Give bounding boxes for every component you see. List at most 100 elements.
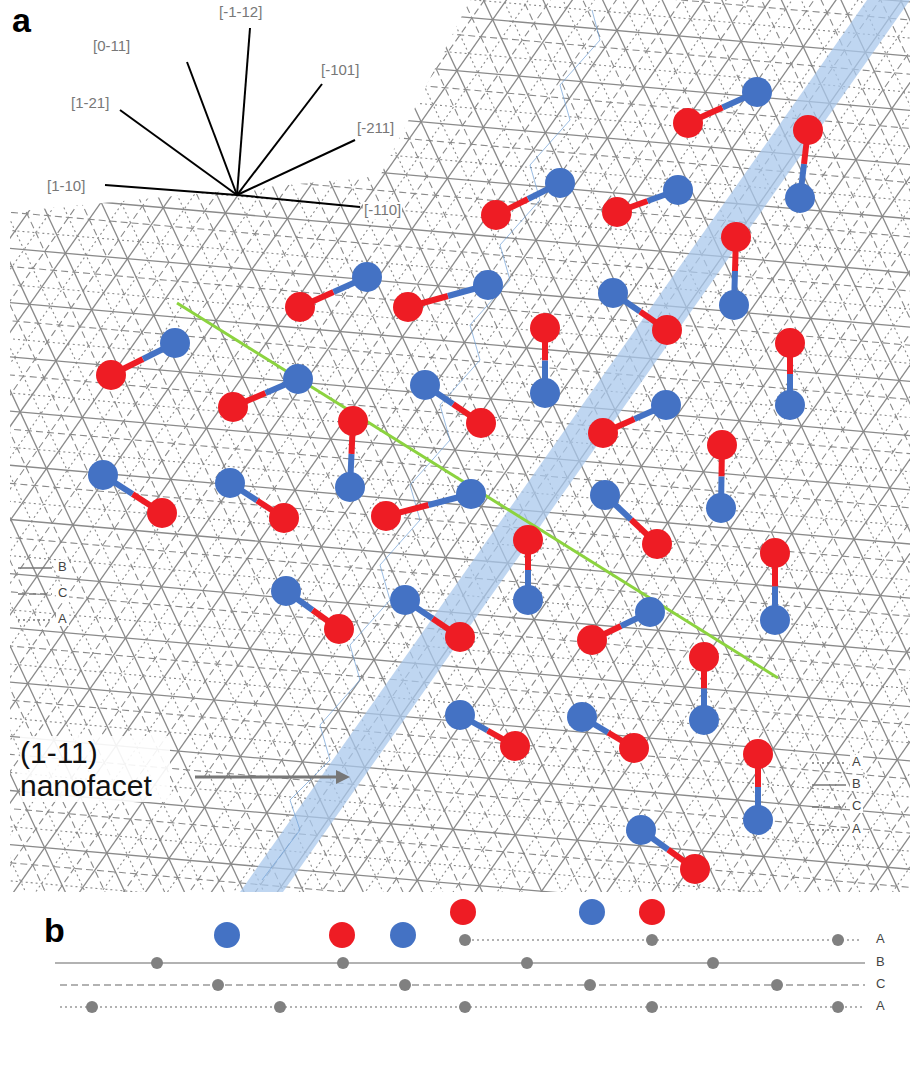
legend-sample <box>812 784 846 786</box>
arrow-head <box>336 770 350 784</box>
lattice-line <box>111 0 910 1069</box>
layer-line <box>55 962 865 964</box>
direction-ray <box>237 140 355 195</box>
green-guide-line <box>177 303 778 678</box>
blue-atom <box>390 585 420 615</box>
lattice-atom <box>151 957 163 969</box>
direction-label: [-110] <box>363 202 402 219</box>
lattice-line <box>274 0 910 1069</box>
lattice-line <box>454 0 910 1069</box>
red-atom <box>530 313 560 343</box>
blue-atom <box>88 460 118 490</box>
lattice-line <box>0 0 668 1069</box>
direction-label: [-1-12] <box>218 4 263 21</box>
red-atom <box>602 197 632 227</box>
legend-sample <box>812 762 846 764</box>
lattice-line <box>0 0 652 1069</box>
legend-sample <box>18 593 52 595</box>
lattice-line <box>551 0 910 1069</box>
lattice-line <box>0 0 686 1069</box>
blue-atom <box>635 597 665 627</box>
lattice-line <box>0 363 910 572</box>
blue-atom <box>785 183 815 213</box>
lattice-line <box>0 0 783 1069</box>
lattice-line <box>0 0 391 1069</box>
lattice-line <box>106 0 910 1069</box>
lattice-atom <box>832 934 844 946</box>
red-atom <box>466 408 496 438</box>
blue-atom <box>598 278 628 308</box>
lattice-line <box>0 0 848 1069</box>
layer-label: B <box>874 955 887 969</box>
lattice-line <box>150 0 910 1069</box>
direction-ray <box>237 195 360 207</box>
lattice-line <box>0 166 910 375</box>
adsorbate-atom <box>390 922 416 948</box>
lattice-line <box>135 0 910 1069</box>
lattice-line <box>312 0 910 1069</box>
lattice-atom <box>832 1001 844 1013</box>
red-atom <box>680 854 710 884</box>
lattice-line <box>0 0 326 1069</box>
layer-line <box>60 984 865 986</box>
lattice-atom <box>707 957 719 969</box>
lattice-line <box>0 847 910 1056</box>
lattice-line <box>0 0 342 1069</box>
lattice-atom <box>521 957 533 969</box>
lattice-line <box>0 0 819 1069</box>
adsorbate-atom <box>579 899 605 925</box>
panel-letter: b <box>44 912 65 949</box>
blue-atom <box>456 479 486 509</box>
lattice-line <box>0 0 636 1069</box>
red-atom <box>218 392 248 422</box>
lattice-line <box>0 381 910 590</box>
lattice-line <box>0 0 407 1069</box>
blue-atom <box>743 805 773 835</box>
lattice-line <box>0 0 717 1069</box>
lattice-line <box>127 0 910 1069</box>
lattice-atom <box>459 934 471 946</box>
lattice-line <box>209 0 910 1069</box>
lattice-line <box>0 0 538 1069</box>
lattice-line <box>0 202 910 411</box>
blue-atom <box>335 472 365 502</box>
lattice-line <box>0 0 701 1069</box>
lattice-line <box>0 0 910 70</box>
lattice-line <box>0 0 671 1069</box>
direction-ray <box>105 185 237 195</box>
facet-label: (1-11) nanofacet <box>20 736 170 802</box>
layer-label: A <box>874 999 887 1013</box>
lattice-line <box>0 0 261 1069</box>
lattice-line <box>0 0 685 1069</box>
lattice-line <box>0 0 440 1069</box>
legend-label: A <box>850 755 863 769</box>
leader-arrow <box>195 776 340 779</box>
lattice-line <box>76 0 910 1069</box>
lattice-line <box>0 973 910 1069</box>
legend-label: C <box>56 586 69 600</box>
blue-atom <box>160 328 190 358</box>
lattice-line <box>258 0 910 1069</box>
lattice-line <box>0 596 910 805</box>
lattice-line <box>0 668 910 877</box>
lattice-line <box>0 0 910 88</box>
lattice-line <box>0 812 910 1021</box>
lattice-atom <box>399 979 411 991</box>
adsorbate-atom <box>329 922 355 948</box>
lattice-line <box>0 0 583 1041</box>
direction-ray <box>237 84 322 195</box>
blue-atom <box>742 77 772 107</box>
lattice-line <box>356 0 910 1069</box>
lattice-line <box>209 0 910 1069</box>
lattice-line <box>160 0 910 1069</box>
lattice-line <box>144 0 910 1069</box>
lattice-line <box>0 0 799 1069</box>
lattice-line <box>0 238 910 447</box>
lattice-line <box>78 0 910 1069</box>
lattice-line <box>0 0 244 1069</box>
red-atom <box>147 498 177 528</box>
direction-label: [1-10] <box>46 178 86 195</box>
adsorbate-atom <box>214 922 240 948</box>
lattice-line <box>0 865 910 1069</box>
lattice-line <box>0 883 910 1069</box>
